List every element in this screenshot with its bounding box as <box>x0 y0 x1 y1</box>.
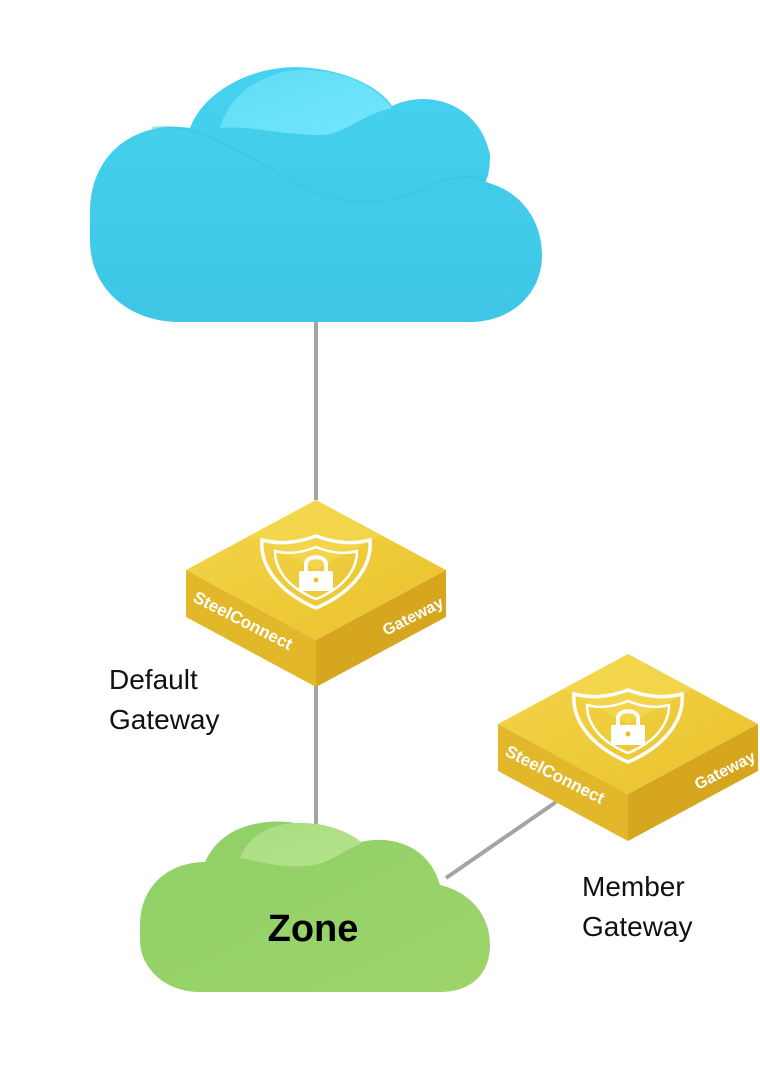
connector-member-gateway-zone <box>444 800 558 880</box>
zone-cloud: Zone <box>140 821 490 992</box>
default-gateway-label: Default Gateway <box>109 660 220 740</box>
cloud-icon <box>90 67 542 322</box>
default-gateway-label-line2: Gateway <box>109 704 220 735</box>
member-gateway-label-line2: Gateway <box>582 911 693 942</box>
default-gateway-label-line1: Default <box>109 664 198 695</box>
shield-lock-icon <box>184 498 448 689</box>
default-gateway-device: SteelConnect Gateway <box>184 498 448 689</box>
member-gateway-label: Member Gateway <box>582 867 693 947</box>
zone-label: Zone <box>268 908 359 950</box>
member-gateway-label-line1: Member <box>582 871 685 902</box>
member-gateway-device: SteelConnect Gateway <box>496 652 760 843</box>
